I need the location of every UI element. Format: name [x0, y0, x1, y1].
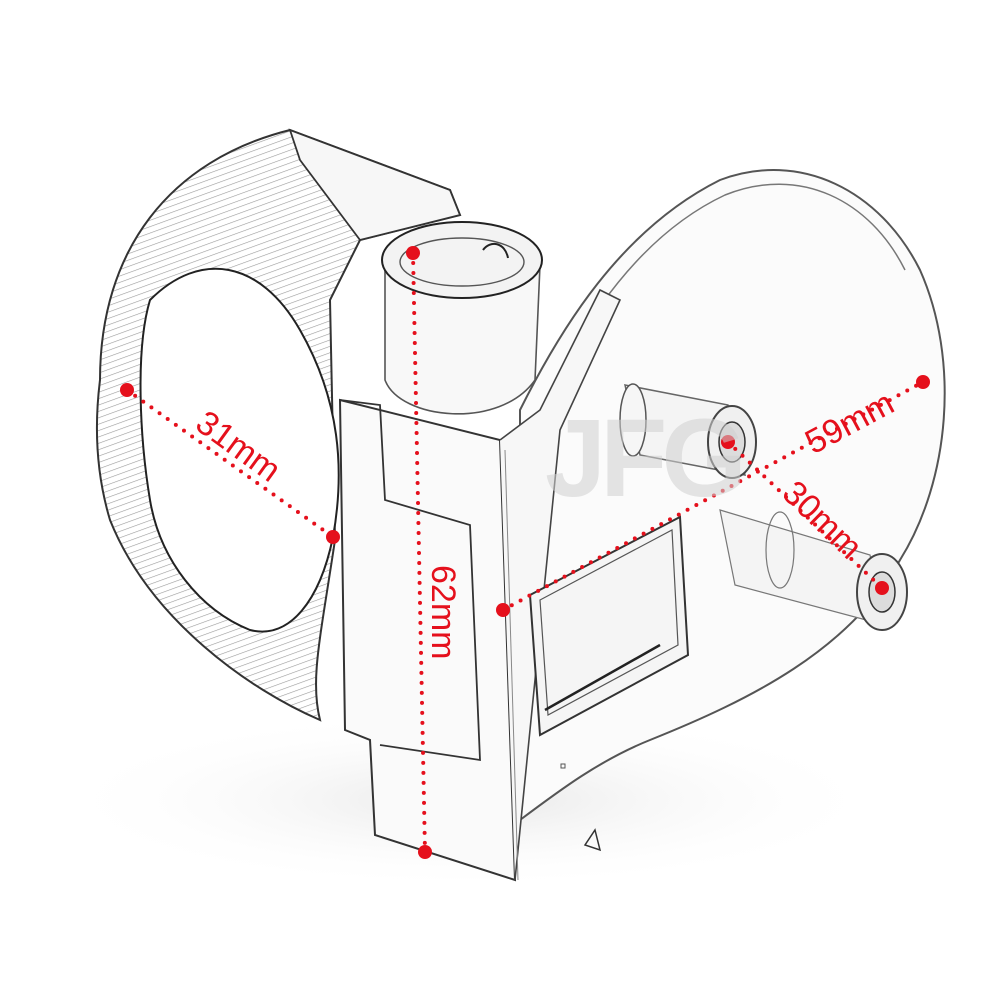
dimension-30mm-line [721, 435, 889, 595]
top-pin-cap [381, 221, 543, 415]
dimension-annotations [120, 246, 930, 859]
dimension-62mm-line [406, 246, 432, 859]
switch-window [528, 515, 690, 737]
switch-body [338, 288, 622, 882]
dimension-31mm-line [120, 383, 340, 544]
dimension-59mm-line [496, 375, 930, 617]
brand-watermark: JFG [545, 397, 747, 520]
clamp-ring [96, 128, 462, 722]
dimension-label-62mm: 62mm [424, 565, 462, 660]
